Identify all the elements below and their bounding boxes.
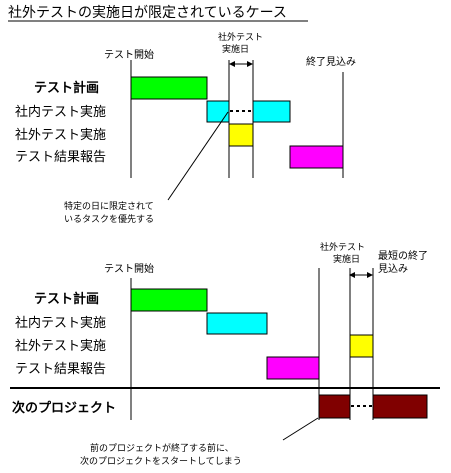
bottom-bar-test-plan [130, 288, 208, 312]
top-start-label: テスト開始 [104, 48, 154, 61]
bottom-end-label-1: 最短の終了 [378, 249, 428, 262]
bottom-bar-report [266, 356, 320, 380]
bottom-row-label-internal-test: 社内テスト実施 [15, 315, 106, 331]
top-bar-external-test [228, 123, 254, 147]
bottom-chart: テスト開始 社外テスト 実施日 最短の終了 見込み テスト計画 社内テスト実施 … [10, 241, 440, 467]
top-bar-internal-test-a [206, 100, 230, 123]
bottom-note-pointer [282, 417, 319, 441]
bottom-note-line-1: 前のプロジェクトが終了する前に、 [90, 442, 234, 454]
bottom-row-label-next-project: 次のプロジェクト [12, 400, 116, 416]
top-bar-report [289, 145, 344, 169]
top-window-label-2: 実施日 [222, 43, 249, 55]
bottom-row-label-test-plan: テスト計画 [34, 291, 99, 307]
top-note-line-2: いるタスクを優先する [64, 213, 154, 225]
top-row-label-external-test: 社外テスト実施 [15, 127, 106, 143]
bottom-row-label-report: テスト結果報告 [15, 362, 106, 377]
top-chart: テスト開始 社外テスト 実施日 終了見込み テスト計画 社内テスト実施 社外テス… [15, 31, 356, 225]
top-row-label-internal-test: 社内テスト実施 [15, 104, 106, 120]
bottom-bar-external-test [349, 334, 374, 358]
bottom-window-label-1: 社外テスト [320, 241, 365, 253]
top-end-label: 終了見込み [306, 55, 356, 68]
top-note-pointer [167, 111, 229, 201]
bottom-end-label-2: 見込み [378, 263, 408, 275]
top-row-label-test-plan: テスト計画 [34, 80, 99, 96]
top-window-label-1: 社外テスト [218, 31, 263, 43]
bottom-note-line-2: 次のプロジェクトをスタートしてしまう [80, 455, 242, 467]
top-bar-test-plan [130, 76, 208, 100]
bottom-bar-next-project-a [318, 394, 351, 419]
top-note-line-1: 特定の日に限定されて [64, 200, 154, 212]
top-bar-internal-test-b [252, 100, 291, 123]
bottom-start-label: テスト開始 [104, 262, 154, 275]
bottom-bar-internal-test [206, 312, 268, 335]
bottom-bar-next-project-b [372, 394, 428, 419]
top-row-label-report: テスト結果報告 [15, 150, 106, 165]
bottom-window-label-2: 実施日 [333, 253, 360, 265]
page-title: 社外テストの実施日が限定されているケース [8, 5, 287, 21]
bottom-row-label-external-test: 社外テスト実施 [15, 338, 106, 354]
